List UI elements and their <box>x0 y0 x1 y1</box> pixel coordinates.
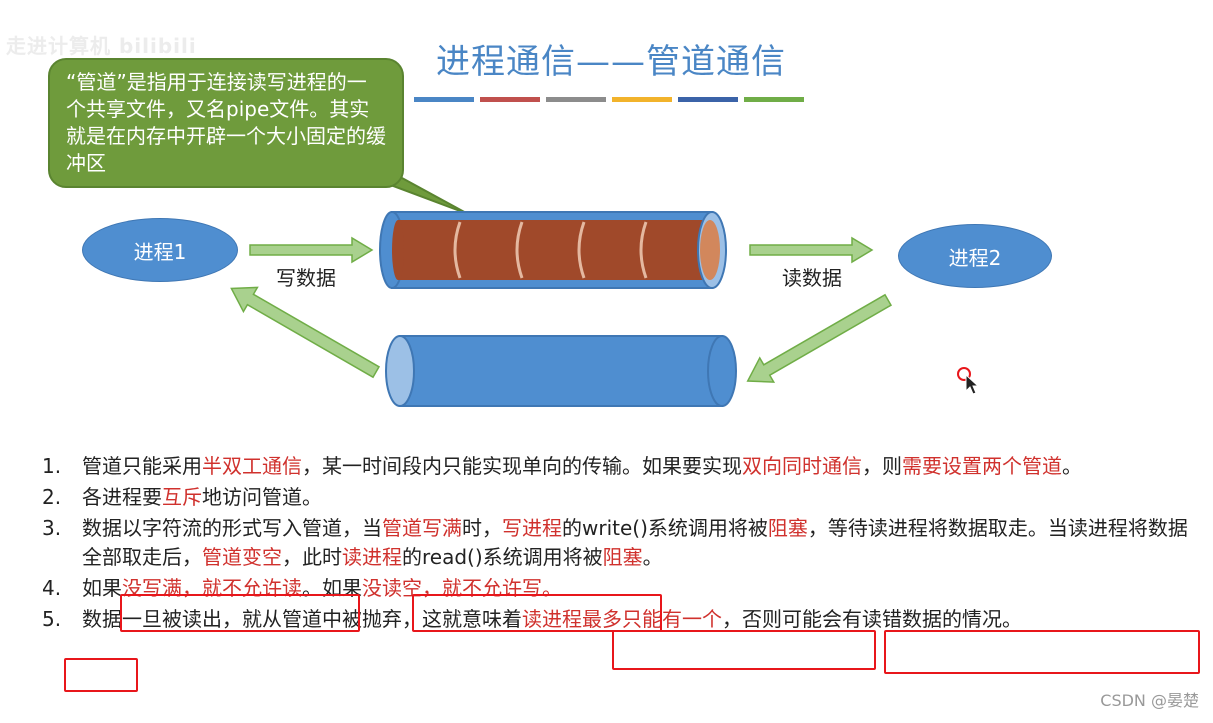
text-segment: 管道只能采用 <box>82 454 202 478</box>
process2-label: 进程2 <box>948 245 1002 270</box>
source-watermark: CSDN @晏楚 <box>1100 691 1199 710</box>
color-bar-6 <box>744 97 804 102</box>
list-item: 5. 数据一旦被读出，就从管道中被抛弃，这就意味着读进程最多只能有一个，否则可能… <box>42 605 1192 634</box>
text-segment: 的read()系统调用将被 <box>402 545 603 569</box>
full-pipe <box>379 211 727 289</box>
highlight-segment: 互斥 <box>162 485 202 509</box>
highlight-segment: 没写满，就不允许读 <box>122 576 302 600</box>
highlight-segment: 阻塞 <box>602 545 643 569</box>
write-data-label: 写数据 <box>276 266 336 290</box>
definition-callout: “管道”是指用于连接读写进程的一个共享文件，又名pipe文件。其实就是在内存中开… <box>48 58 404 188</box>
arrow-return-to-process1 <box>230 286 381 379</box>
text-segment: ，某一时间段内只能实现单向的传输。如果要实现 <box>302 454 742 478</box>
highlight-segment: 管道变空 <box>202 545 282 569</box>
text-segment: 。 <box>1062 454 1082 478</box>
text-segment: 时， <box>462 516 502 540</box>
highlight-segment: 没读空，就不允许写 <box>362 576 542 600</box>
text-segment: 。 <box>642 545 663 569</box>
callout-text: “管道”是指用于连接读写进程的一个共享文件，又名pipe文件。其实就是在内存中开… <box>66 70 386 175</box>
text-segment: 各进程要 <box>82 485 162 509</box>
highlight-segment: 管道写满 <box>382 516 462 540</box>
color-bar-5 <box>678 97 738 102</box>
color-bar-2 <box>480 97 540 102</box>
arrow-write <box>249 236 374 264</box>
highlight-segment: 读进程最多只能有一个 <box>522 607 722 631</box>
color-bar-3 <box>546 97 606 102</box>
arrow-return-to-pipe <box>746 293 893 383</box>
item-5-text: 数据一旦被读出，就从管道中被抛弃，这就意味着读进程最多只能有一个，否则可能会有读… <box>82 607 1022 631</box>
text-segment: ，否则可能会有读错数据的情况。 <box>722 607 1022 631</box>
item-number: 2. <box>42 485 62 509</box>
text-segment: ，等待读进程将数据取走。当读进程将数据全部取走后， <box>82 516 1188 569</box>
item-number: 3. <box>42 516 62 540</box>
page-title: 进程通信——管道通信 <box>436 42 786 82</box>
list-item: 3. 数据以字符流的形式写入管道，当管道写满时，写进程的write()系统调用将… <box>42 514 1192 572</box>
list-item: 2. 各进程要互斥地访问管道。 <box>42 483 1192 512</box>
list-item: 4. 如果没写满，就不允许读。如果没读空，就不允许写。 <box>42 574 1192 603</box>
text-segment: 数据一旦被读出，就从管道中被抛弃，这就意味着 <box>82 607 522 631</box>
highlight-segment: 需要设置两个管道 <box>902 454 1062 478</box>
text-segment: 地访问管道。 <box>202 485 322 509</box>
item-number: 5. <box>42 607 62 631</box>
rules-list: 1. 管道只能采用半双工通信，某一时间段内只能实现单向的传输。如果要实现双向同时… <box>42 452 1192 634</box>
highlight-segment: 阻塞 <box>767 516 808 540</box>
text-segment: ，则 <box>862 454 902 478</box>
color-bar-4 <box>612 97 672 102</box>
text-segment: ，此时 <box>282 545 342 569</box>
read-data-label: 读数据 <box>782 266 842 290</box>
text-segment: 的write()系统调用将被 <box>562 516 768 540</box>
process2-node: 进程2 <box>898 224 1052 288</box>
highlight-segment: 读进程 <box>342 545 402 569</box>
text-segment: 如果 <box>82 576 122 600</box>
text-segment: 数据以字符流的形式写入管道，当 <box>82 516 382 540</box>
watermark-logo: 走进计算机 bilibili <box>6 34 197 58</box>
item-1-text: 管道只能采用半双工通信，某一时间段内只能实现单向的传输。如果要实现双向同时通信，… <box>82 454 1082 478</box>
item-4-text: 如果没写满，就不允许读。如果没读空，就不允许写。 <box>82 576 562 600</box>
item-2-text: 各进程要互斥地访问管道。 <box>82 485 322 509</box>
text-segment: 。如果 <box>302 576 362 600</box>
highlight-segment: 双向同时通信 <box>742 454 862 478</box>
empty-pipe <box>385 335 737 407</box>
annotation-box-no-read <box>120 594 360 632</box>
arrow-read <box>749 236 874 264</box>
annotation-box-one-reader <box>612 630 876 670</box>
list-item: 1. 管道只能采用半双工通信，某一时间段内只能实现单向的传输。如果要实现双向同时… <box>42 452 1192 481</box>
process1-label: 进程1 <box>133 239 187 264</box>
item-number: 1. <box>42 454 62 478</box>
highlight-segment: 半双工通信 <box>202 454 302 478</box>
annotation-box-else <box>884 630 1200 674</box>
item-number: 4. <box>42 576 62 600</box>
annotation-box-no-write <box>412 594 662 632</box>
item-3-text: 数据以字符流的形式写入管道，当管道写满时，写进程的write()系统调用将被阻塞… <box>82 516 1188 569</box>
annotation-box-situation <box>64 658 138 692</box>
mouse-cursor-icon <box>957 367 980 395</box>
highlight-segment: 写进程 <box>502 516 562 540</box>
color-bar-1 <box>414 97 474 102</box>
process1-node: 进程1 <box>82 218 238 282</box>
